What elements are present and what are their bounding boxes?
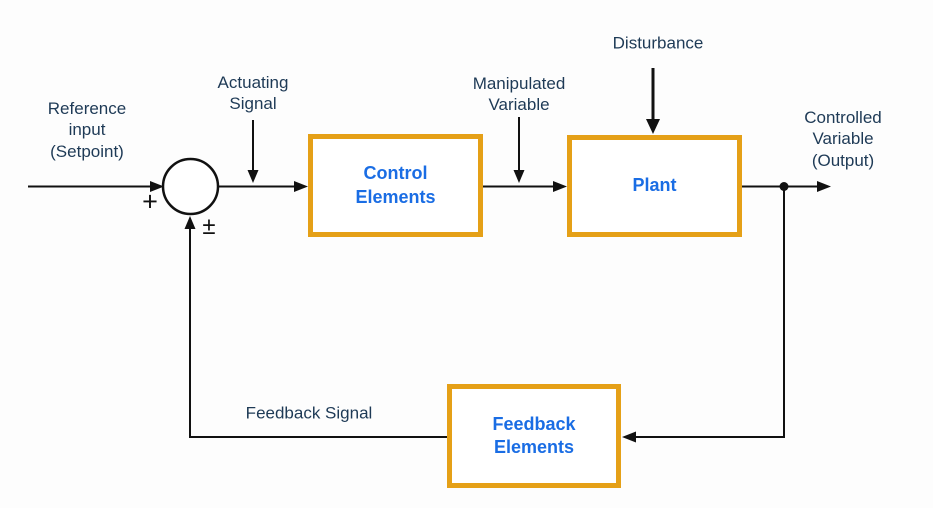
summing-junction-circle: [161, 157, 220, 216]
actuating-signal-pointer-arrowhead-icon: [247, 170, 259, 183]
feedback-into-block-arrowhead-icon: [622, 431, 636, 443]
feedback-takeoff-wire: [634, 186, 785, 438]
reference-input-arrowhead-icon: [150, 181, 164, 192]
summing-plus-sign: +: [142, 186, 158, 217]
plant-block: Plant: [567, 135, 742, 237]
disturbance-label: Disturbance: [612, 33, 704, 53]
manipulated-variable-pointer-arrowhead-icon: [513, 170, 525, 183]
manipulated-variable-arrowhead-icon: [553, 181, 567, 192]
feedback-into-summing-arrowhead-icon: [184, 216, 196, 229]
feedback-elements-block: Feedback Elements: [447, 384, 621, 488]
feedback-signal-label: Feedback Signal: [245, 403, 373, 423]
disturbance-arrowhead-icon: [646, 119, 660, 134]
feedback-return-wire: [189, 228, 447, 438]
controlled-variable-label: Controlled Variable (Output): [804, 108, 882, 170]
actuating-signal-label: Actuating Signal: [217, 72, 289, 113]
manipulated-variable-label: Manipulated Variable: [472, 73, 566, 114]
summing-plus-minus-sign: ±: [202, 213, 216, 240]
output-arrowhead-icon: [817, 181, 831, 192]
reference-input-label: Reference input (Setpoint): [47, 99, 127, 161]
actuating-signal-arrowhead-icon: [294, 181, 308, 192]
control-elements-block: Control Elements: [308, 134, 483, 237]
